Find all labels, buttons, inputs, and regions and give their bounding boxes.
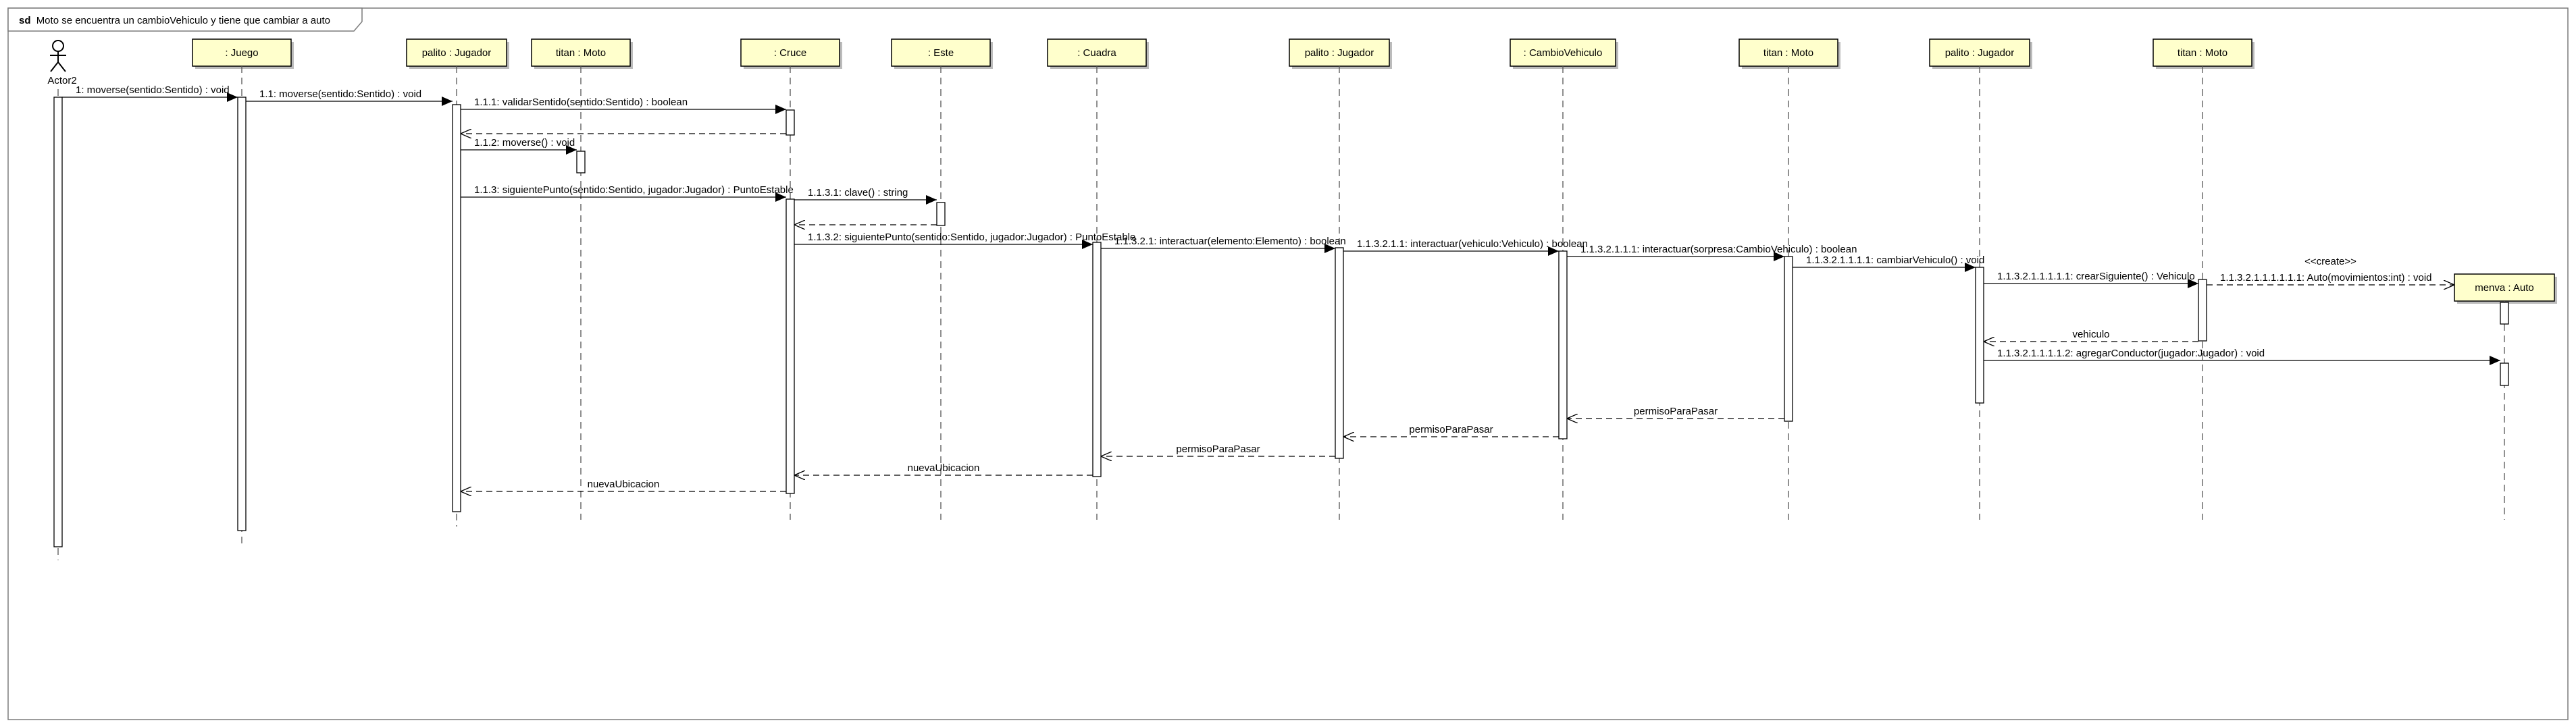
activation-titan3 xyxy=(2198,279,2207,342)
lifeline-label: palito : Jugador xyxy=(422,47,492,59)
message-17[interactable]: 1.1.3.2.1.1.1.1.2: agregarConductor(juga… xyxy=(1984,348,2500,365)
activation-titan1 xyxy=(576,151,586,173)
activation-palito3 xyxy=(1975,267,1984,404)
lifeline-label: Actor2 xyxy=(47,75,76,86)
lifeline-cruce: : Cruce xyxy=(740,38,842,520)
message-label: vehiculo xyxy=(2072,329,2109,340)
activation-cuadra xyxy=(1092,242,1102,477)
message-label: 1.1.3.2.1.1: interactuar(vehiculo:Vehicu… xyxy=(1357,238,1588,250)
diagram-frame: sd Moto se encuentra un cambioVehiculo y… xyxy=(7,7,2569,720)
message-label: 1.1.3.2.1.1.1.1.1.1: Auto(movimientos:in… xyxy=(2220,272,2432,284)
message-label: permisoParaPasar xyxy=(1176,443,1260,455)
message-11[interactable]: 1.1.3.2.1.1: interactuar(vehiculo:Vehicu… xyxy=(1343,238,1588,256)
lifeline-head[interactable] xyxy=(1047,38,1147,67)
lifeline-label: : Cuadra xyxy=(1077,47,1116,59)
lifeline-label: menva : Auto xyxy=(2475,282,2534,294)
lifeline-juego: : Juego xyxy=(192,38,294,543)
lifeline-label: : Juego xyxy=(225,47,258,59)
activation-cruce xyxy=(785,109,795,136)
lifelines: Actor2 : Juego palito : Jugador titan : Mot… xyxy=(47,38,2557,560)
message-label: 1.1.3.2.1.1.1.1.2: agregarConductor(juga… xyxy=(1997,348,2265,359)
activation-cambio xyxy=(1558,250,1568,439)
message-7[interactable]: 1.1.3.1: clave() : string xyxy=(794,187,937,205)
lifeline-label: : CambioVehiculo xyxy=(1524,47,1603,59)
lifeline-label: : Este xyxy=(928,47,954,59)
activation-titan2 xyxy=(1784,256,1793,422)
message-22[interactable]: nuevaUbicacion xyxy=(461,479,786,491)
message-label: nuevaUbicacion xyxy=(588,479,660,490)
lifeline-head[interactable] xyxy=(740,38,840,67)
lifeline-titan3: titan : Moto xyxy=(2153,38,2255,520)
lifeline-head[interactable] xyxy=(192,38,292,67)
message-label: nuevaUbicacion xyxy=(908,462,980,474)
message-label: 1.1.3.2: siguientePunto(sentido:Sentido,… xyxy=(808,232,1135,243)
lifeline-menva: menva : Auto xyxy=(2454,273,2557,520)
message-14[interactable]: 1.1.3.2.1.1.1.1.1: crearSiguiente() : Ve… xyxy=(1984,271,2198,288)
message-16[interactable]: vehiculo xyxy=(1984,329,2198,342)
message-9[interactable]: 1.1.3.2: siguientePunto(sentido:Sentido,… xyxy=(794,232,1135,249)
message-label: permisoParaPasar xyxy=(1634,406,1718,417)
activation-actor xyxy=(53,97,63,547)
message-18[interactable]: permisoParaPasar xyxy=(1567,406,1784,419)
frame-title: sd Moto se encuentra un cambioVehiculo y… xyxy=(19,15,330,26)
frame-keyword: sd xyxy=(19,15,31,26)
lifeline-head[interactable] xyxy=(1289,38,1390,67)
message-20[interactable]: permisoParaPasar xyxy=(1101,443,1335,456)
message-13[interactable]: 1.1.3.2.1.1.1.1: cambiarVehiculo() : voi… xyxy=(1793,254,1984,272)
create-stereotype: <<create>> xyxy=(2304,256,2356,267)
message-label: 1.1.3.2.1.1.1.1.1: crearSiguiente() : Ve… xyxy=(1997,271,2195,282)
message-2[interactable]: 1.1: moverse(sentido:Sentido) : void xyxy=(246,88,453,106)
message-label: 1.1: moverse(sentido:Sentido) : void xyxy=(259,88,421,100)
lifeline-titan2: titan : Moto xyxy=(1738,38,1840,520)
lifeline-label: : Cruce xyxy=(774,47,806,59)
messages: 1: moverse(sentido:Sentido) : void 1.1: m… xyxy=(62,84,2500,491)
lifeline-head[interactable] xyxy=(1738,38,1838,67)
message-label: 1.1.2: moverse() : void xyxy=(474,137,575,149)
actor-icon xyxy=(50,40,66,72)
message-1[interactable]: 1: moverse(sentido:Sentido) : void xyxy=(62,84,238,102)
message-15[interactable]: 1.1.3.2.1.1.1.1.1.1: Auto(movimientos:in… xyxy=(2207,256,2454,285)
message-label: 1.1.3.2.1: interactuar(elemento:Elemento… xyxy=(1114,236,1346,247)
message-label: 1.1.3.2.1.1.1: interactuar(sorpresa:Camb… xyxy=(1580,244,1857,255)
activation-cruce xyxy=(785,198,795,494)
message-label: 1: moverse(sentido:Sentido) : void xyxy=(76,84,230,96)
lifeline-label: titan : Moto xyxy=(1763,47,1813,59)
activation-menva xyxy=(2500,302,2509,325)
message-label: 1.1.3.2.1.1.1.1: cambiarVehiculo() : voi… xyxy=(1806,254,1984,266)
message-19[interactable]: permisoParaPasar xyxy=(1343,424,1559,437)
activation-palito2 xyxy=(1335,247,1344,459)
activation-palito1 xyxy=(452,104,461,512)
activation-menva xyxy=(2500,362,2509,386)
lifeline-titan1: titan : Moto xyxy=(531,38,633,520)
message-label: 1.1.3.1: clave() : string xyxy=(808,187,908,198)
message-10[interactable]: 1.1.3.2.1: interactuar(elemento:Elemento… xyxy=(1101,236,1346,253)
lifeline-palito2: palito : Jugador xyxy=(1289,38,1392,520)
message-6[interactable]: 1.1.3: siguientePunto(sentido:Sentido, j… xyxy=(461,184,794,202)
lifeline-palito3: palito : Jugador xyxy=(1929,38,2032,520)
lifeline-label: titan : Moto xyxy=(2178,47,2227,59)
lifeline-label: titan : Moto xyxy=(556,47,606,59)
lifeline-head[interactable] xyxy=(2153,38,2252,67)
message-12[interactable]: 1.1.3.2.1.1.1: interactuar(sorpresa:Camb… xyxy=(1567,244,1857,261)
lifeline-cambio: : CambioVehiculo xyxy=(1510,38,1618,520)
message-label: 1.1.1: validarSentido(sentido:Sentido) :… xyxy=(474,97,688,108)
message-21[interactable]: nuevaUbicacion xyxy=(794,462,1093,475)
lifeline-label: palito : Jugador xyxy=(1945,47,2015,59)
activation-juego xyxy=(237,97,247,531)
lifeline-label: palito : Jugador xyxy=(1305,47,1374,59)
activation-bars xyxy=(53,97,2509,547)
message-3[interactable]: 1.1.1: validarSentido(sentido:Sentido) :… xyxy=(461,97,786,114)
lifeline-head[interactable] xyxy=(406,38,507,67)
lifeline-este: : Este xyxy=(891,38,993,520)
lifeline-head[interactable] xyxy=(2454,273,2555,302)
message-label: permisoParaPasar xyxy=(1409,424,1493,435)
frame-name: Moto se encuentra un cambioVehiculo y ti… xyxy=(36,15,330,26)
message-label: 1.1.3: siguientePunto(sentido:Sentido, j… xyxy=(474,184,794,196)
activation-este xyxy=(936,202,946,226)
message-5[interactable]: 1.1.2: moverse() : void xyxy=(461,137,577,155)
lifeline-cuadra: : Cuadra xyxy=(1047,38,1149,520)
